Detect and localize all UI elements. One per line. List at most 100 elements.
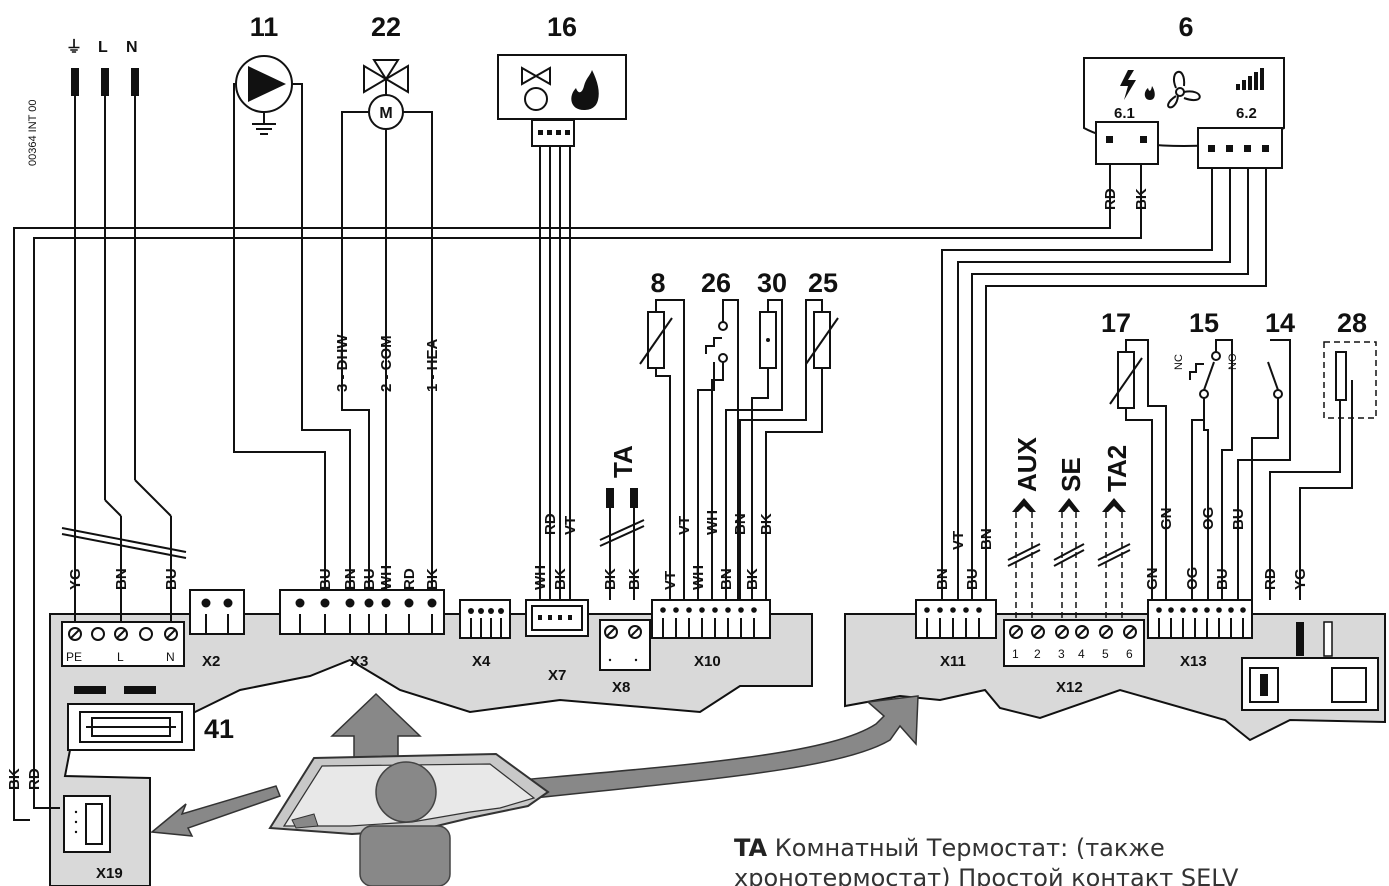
svg-text:BK: BK [744, 568, 761, 590]
x3-label: X3 [350, 653, 368, 670]
svg-text:VT: VT [562, 516, 579, 535]
terminal-x2 [189, 589, 245, 635]
label-28: 28 [1337, 308, 1367, 338]
svg-text:YG: YG [67, 568, 84, 590]
svg-text:RD: RD [1262, 568, 1279, 590]
ta-label: TA [608, 445, 638, 478]
x1-pe: PE [66, 650, 82, 664]
switch-14 [1237, 339, 1291, 600]
label-17: 17 [1101, 308, 1131, 338]
caption-line-1: TA Комнатный Термостат: (также [734, 834, 1165, 862]
label-16: 16 [547, 12, 577, 42]
svg-text:BK: BK [552, 568, 569, 590]
x1-l: L [117, 650, 124, 664]
terminal-x10 [651, 599, 771, 639]
svg-text:BK: BK [602, 568, 619, 590]
switch-15-no: NO [1227, 353, 1239, 370]
svg-text:BK: BK [758, 513, 775, 535]
x12-n3: 3 [1058, 647, 1065, 661]
svg-text:BK: BK [424, 568, 441, 590]
x12-n4: 4 [1078, 647, 1085, 661]
label-8: 8 [650, 268, 665, 298]
label-6-2: 6.2 [1236, 105, 1257, 122]
x12-label: X12 [1056, 679, 1083, 696]
svg-text:BN: BN [732, 513, 749, 535]
svg-text:GN: GN [1144, 568, 1161, 591]
x12-n2: 2 [1034, 647, 1041, 661]
svg-text:YG: YG [1292, 568, 1309, 590]
line-label: L [98, 39, 108, 56]
pump-11 [233, 55, 351, 593]
se-label: SE [1056, 457, 1086, 492]
svg-text:RD: RD [542, 513, 559, 535]
svg-text:BN: BN [978, 528, 995, 550]
label-26: 26 [701, 268, 731, 298]
svg-text:OG: OG [1200, 507, 1217, 530]
x13-label: X13 [1180, 653, 1207, 670]
svg-text:VT: VT [676, 516, 693, 535]
main-board [49, 613, 813, 886]
x12-n5: 5 [1102, 647, 1109, 661]
x10-label: X10 [694, 653, 721, 670]
label-14: 14 [1265, 308, 1295, 338]
sensor-8 [639, 299, 685, 600]
svg-text:BU: BU [163, 568, 180, 590]
label-22: 22 [371, 12, 401, 42]
svg-text:BU: BU [317, 568, 334, 590]
fan-wire-bk: BK [1133, 188, 1150, 210]
fan-6 [941, 57, 1285, 600]
gas-valve-16 [497, 54, 627, 600]
svg-text:OG: OG [1184, 567, 1201, 590]
valve-hea-label: 1 - HEA [424, 338, 441, 392]
caption-line-2: хронотермостат) Простой контакт SELV [734, 864, 1239, 886]
x12-n1: 1 [1012, 647, 1019, 661]
svg-text:BU: BU [1214, 568, 1231, 590]
room-thermostat-ta [599, 488, 645, 600]
terminal-x19 [63, 795, 111, 853]
svg-text:BU: BU [1230, 508, 1247, 530]
user-figure [268, 752, 550, 886]
svg-text:BU: BU [361, 568, 378, 590]
probe-28 [1269, 341, 1377, 600]
svg-text:RD: RD [401, 568, 418, 590]
terminal-x1 [61, 621, 185, 667]
terminal-x7 [525, 599, 589, 637]
label-41: 41 [204, 714, 234, 744]
probe-connector [1241, 621, 1379, 711]
svg-text:WH: WH [704, 510, 721, 535]
valve-motor-label: M [379, 105, 392, 122]
x4-label: X4 [472, 653, 491, 670]
label-30: 30 [757, 268, 787, 298]
svg-text:RD: RD [26, 768, 43, 790]
sensor-25 [739, 299, 839, 600]
terminal-x4 [459, 599, 511, 639]
aux-label: AUX [1012, 436, 1042, 492]
svg-text:WH: WH [690, 565, 707, 590]
label-6-1: 6.1 [1114, 105, 1135, 122]
svg-text:BN: BN [934, 568, 951, 590]
svg-text:BN: BN [113, 568, 130, 590]
earth-symbol: ⏚ [66, 38, 82, 56]
svg-text:BU: BU [964, 568, 981, 590]
terminal-x11 [915, 599, 997, 639]
svg-text:BN: BN [718, 568, 735, 590]
valve-22 [341, 59, 433, 593]
ta2-label: TA2 [1102, 445, 1132, 492]
terminal-x3 [279, 589, 445, 635]
label-6: 6 [1178, 12, 1193, 42]
terminal-x12 [1003, 619, 1145, 667]
x2-label: X2 [202, 653, 220, 670]
label-11: 11 [250, 12, 279, 42]
sensor-17 [1109, 339, 1167, 600]
x1-n: N [166, 650, 175, 664]
svg-text:VT: VT [950, 531, 967, 550]
aux-se-ta2-inputs [1007, 498, 1131, 626]
switch-15-nc: NC [1173, 354, 1185, 370]
neutral-label: N [126, 39, 138, 56]
x12-n6: 6 [1126, 647, 1133, 661]
x19-label: X19 [96, 865, 123, 882]
document-code: 00364 INT 00 [27, 100, 39, 166]
fuse-41 [67, 686, 195, 751]
